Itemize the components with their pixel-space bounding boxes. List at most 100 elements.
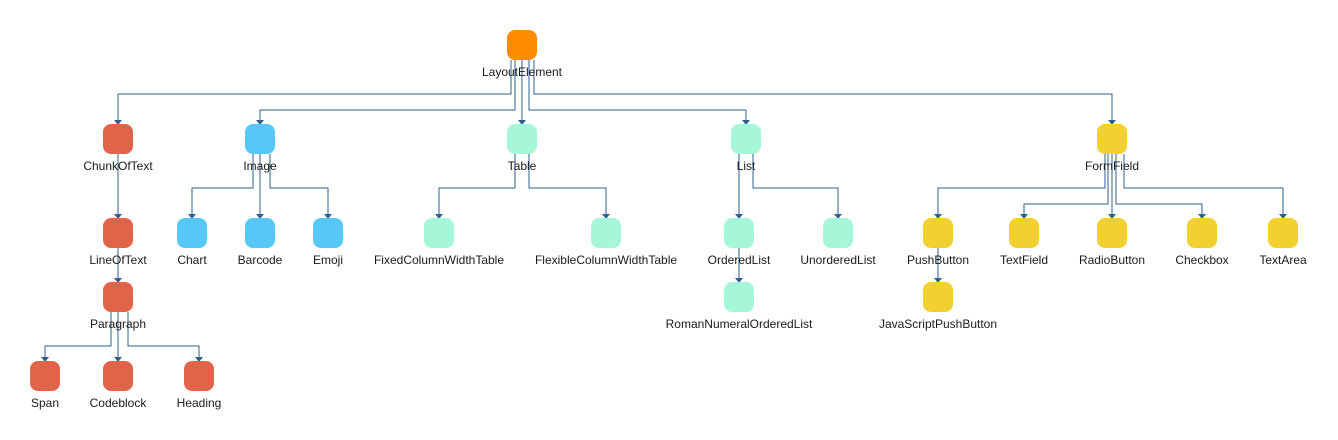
node-span[interactable]: Span (30, 361, 60, 410)
edge-line (191, 154, 254, 214)
node-label: TextField (1000, 253, 1048, 267)
node-layout-element[interactable]: LayoutElement (482, 30, 563, 79)
node-label: List (737, 159, 756, 173)
edge-form-field-to-checkbox (1115, 154, 1206, 219)
edge-paragraph-to-heading (127, 312, 203, 362)
node-shape[interactable] (103, 124, 133, 154)
edge-line (1115, 154, 1203, 214)
node-label: PushButton (907, 253, 969, 267)
node-heading[interactable]: Heading (177, 361, 222, 410)
node-label: ChunkOfText (83, 159, 153, 173)
node-shape[interactable] (30, 361, 60, 391)
node-label: Chart (177, 253, 207, 267)
node-label: Heading (177, 396, 222, 410)
edge-line (127, 312, 200, 357)
edge-layout-element-to-chunk-of-text (114, 60, 512, 125)
edge-line (1123, 154, 1284, 214)
node-shape[interactable] (1268, 218, 1298, 248)
node-label: Codeblock (90, 396, 148, 410)
node-table[interactable]: Table (507, 124, 537, 173)
node-shape[interactable] (724, 282, 754, 312)
node-java-script-push-button[interactable]: JavaScriptPushButton (879, 282, 997, 331)
node-fixed-column-width-table[interactable]: FixedColumnWidthTable (374, 218, 504, 267)
node-emoji[interactable]: Emoji (313, 218, 343, 267)
node-image[interactable]: Image (243, 124, 277, 173)
edge-line (528, 154, 607, 214)
node-label: Barcode (238, 253, 283, 267)
node-chunk-of-text[interactable]: ChunkOfText (83, 124, 153, 173)
node-list[interactable]: List (731, 124, 761, 173)
node-unordered-list[interactable]: UnorderedList (800, 218, 876, 267)
node-radio-button[interactable]: RadioButton (1079, 218, 1145, 267)
edge-layout-element-to-list (528, 60, 750, 125)
edge-layout-element-to-form-field (533, 60, 1116, 125)
node-form-field[interactable]: FormField (1085, 124, 1139, 173)
node-label: UnorderedList (800, 253, 876, 267)
node-label: LineOfText (89, 253, 147, 267)
node-shape[interactable] (507, 124, 537, 154)
edge-line (117, 60, 512, 120)
node-shape[interactable] (177, 218, 207, 248)
node-shape[interactable] (591, 218, 621, 248)
node-shape[interactable] (313, 218, 343, 248)
node-shape[interactable] (103, 361, 133, 391)
node-label: Span (31, 396, 59, 410)
node-label: Image (243, 159, 277, 173)
node-push-button[interactable]: PushButton (907, 218, 969, 267)
edge-image-to-emoji (269, 154, 332, 219)
node-shape[interactable] (823, 218, 853, 248)
node-shape[interactable] (923, 218, 953, 248)
arrowhead-icon (114, 120, 122, 125)
edge-line (1023, 154, 1109, 214)
node-shape[interactable] (424, 218, 454, 248)
arrowhead-icon (1279, 214, 1287, 219)
arrowhead-icon (114, 278, 122, 283)
edge-layout-element-to-table (518, 60, 526, 125)
arrowhead-icon (742, 120, 750, 125)
node-label: FormField (1085, 159, 1139, 173)
edge-table-to-flexible-column-width-table (528, 154, 610, 219)
node-shape[interactable] (923, 282, 953, 312)
node-shape[interactable] (103, 218, 133, 248)
node-text-field[interactable]: TextField (1000, 218, 1048, 267)
node-flexible-column-width-table[interactable]: FlexibleColumnWidthTable (535, 218, 677, 267)
arrowhead-icon (735, 214, 743, 219)
node-roman-numeral-ordered-list[interactable]: RomanNumeralOrderedList (666, 282, 813, 331)
arrowhead-icon (1108, 120, 1116, 125)
edge-table-to-fixed-column-width-table (435, 154, 516, 219)
node-shape[interactable] (245, 218, 275, 248)
node-label: RomanNumeralOrderedList (666, 317, 813, 331)
node-barcode[interactable]: Barcode (238, 218, 283, 267)
node-shape[interactable] (1097, 124, 1127, 154)
node-chart[interactable]: Chart (177, 218, 207, 267)
arrowhead-icon (188, 214, 196, 219)
edge-line (44, 312, 112, 357)
node-shape[interactable] (1097, 218, 1127, 248)
node-codeblock[interactable]: Codeblock (90, 361, 148, 410)
node-shape[interactable] (731, 124, 761, 154)
node-shape[interactable] (1009, 218, 1039, 248)
node-shape[interactable] (245, 124, 275, 154)
node-label: Paragraph (90, 317, 146, 331)
node-ordered-list[interactable]: OrderedList (708, 218, 771, 267)
arrowhead-icon (934, 214, 942, 219)
arrowhead-icon (256, 214, 264, 219)
node-line-of-text[interactable]: LineOfText (89, 218, 147, 267)
arrowhead-icon (602, 214, 610, 219)
node-shape[interactable] (507, 30, 537, 60)
node-label: FixedColumnWidthTable (374, 253, 504, 267)
node-label: Emoji (313, 253, 343, 267)
edge-line (533, 60, 1113, 120)
node-shape[interactable] (724, 218, 754, 248)
edge-line (269, 154, 329, 214)
node-text-area[interactable]: TextArea (1259, 218, 1307, 267)
node-checkbox[interactable]: Checkbox (1175, 218, 1229, 267)
node-label: RadioButton (1079, 253, 1145, 267)
node-shape[interactable] (103, 282, 133, 312)
edge-line (528, 60, 747, 120)
edge-image-to-barcode (256, 154, 264, 219)
node-shape[interactable] (184, 361, 214, 391)
node-paragraph[interactable]: Paragraph (90, 282, 146, 331)
node-shape[interactable] (1187, 218, 1217, 248)
